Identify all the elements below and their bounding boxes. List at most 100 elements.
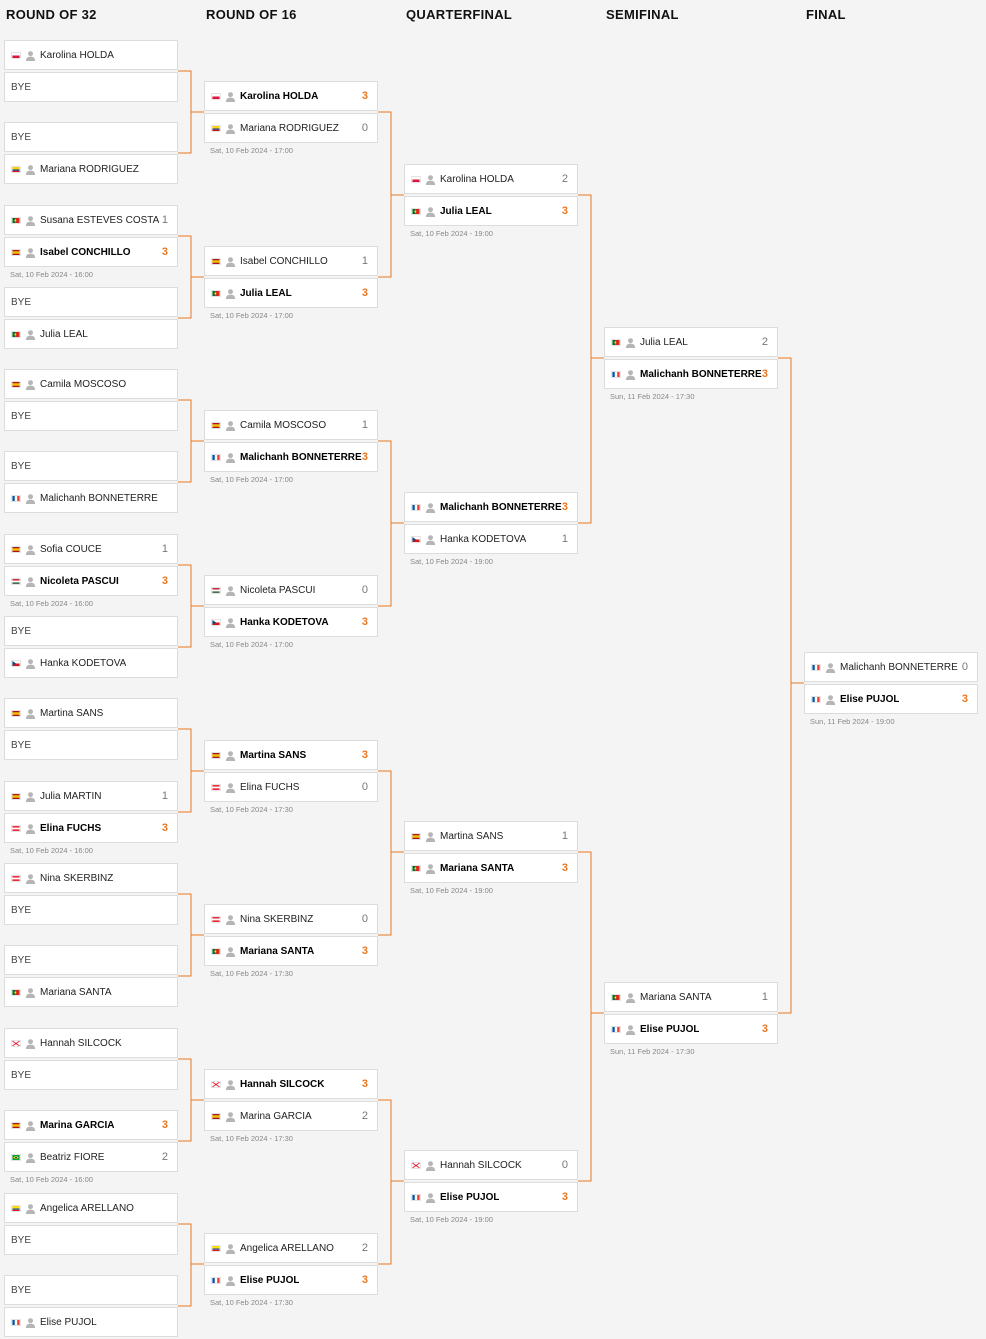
bye-slot[interactable]: BYE bbox=[4, 287, 178, 317]
flag-icon bbox=[11, 709, 21, 717]
flag-icon bbox=[11, 216, 21, 224]
bye-slot[interactable]: BYE bbox=[4, 1225, 178, 1255]
bye-slot[interactable]: BYE bbox=[4, 1060, 178, 1090]
bye-slot[interactable]: BYE bbox=[4, 945, 178, 975]
player-slot[interactable]: Hanka KODETOVA bbox=[4, 648, 178, 678]
bye-slot[interactable]: BYE bbox=[4, 730, 178, 760]
player-slot[interactable]: Karolina HOLDA bbox=[4, 40, 178, 70]
player-slot[interactable]: Mariana RODRIGUEZ bbox=[4, 154, 178, 184]
bye-slot[interactable]: BYE bbox=[4, 616, 178, 646]
player-slot[interactable]: Mariana SANTA bbox=[4, 977, 178, 1007]
player-slot[interactable]: Julia LEAL bbox=[4, 319, 178, 349]
bye-label: BYE bbox=[11, 739, 32, 751]
avatar-icon bbox=[425, 1192, 436, 1203]
player-score: 3 bbox=[761, 368, 768, 380]
player-slot[interactable]: Camila MOSCOSO bbox=[4, 369, 178, 399]
player-slot[interactable]: Elise PUJOL bbox=[4, 1307, 178, 1337]
bye-slot[interactable]: BYE bbox=[4, 895, 178, 925]
match-card-r32[interactable]: Martina SANS BYE bbox=[4, 698, 178, 760]
player-slot[interactable]: Hannah SILCOCK bbox=[4, 1028, 178, 1058]
bye-slot[interactable]: BYE bbox=[4, 451, 178, 481]
player-slot[interactable]: Malichanh BONNETERRE bbox=[4, 483, 178, 513]
flag-icon bbox=[11, 577, 21, 585]
bye-slot[interactable]: BYE bbox=[4, 72, 178, 102]
bye-slot[interactable]: BYE bbox=[4, 1275, 178, 1305]
player-name: Julia LEAL bbox=[240, 287, 292, 299]
bye-slot[interactable]: BYE bbox=[4, 122, 178, 152]
player-slot[interactable]: Martina SANS bbox=[4, 698, 178, 728]
bye-slot[interactable]: BYE bbox=[4, 401, 178, 431]
player-slot[interactable]: Angelica ARELLANO bbox=[4, 1193, 178, 1223]
player-slot[interactable]: Nina SKERBINZ bbox=[4, 863, 178, 893]
